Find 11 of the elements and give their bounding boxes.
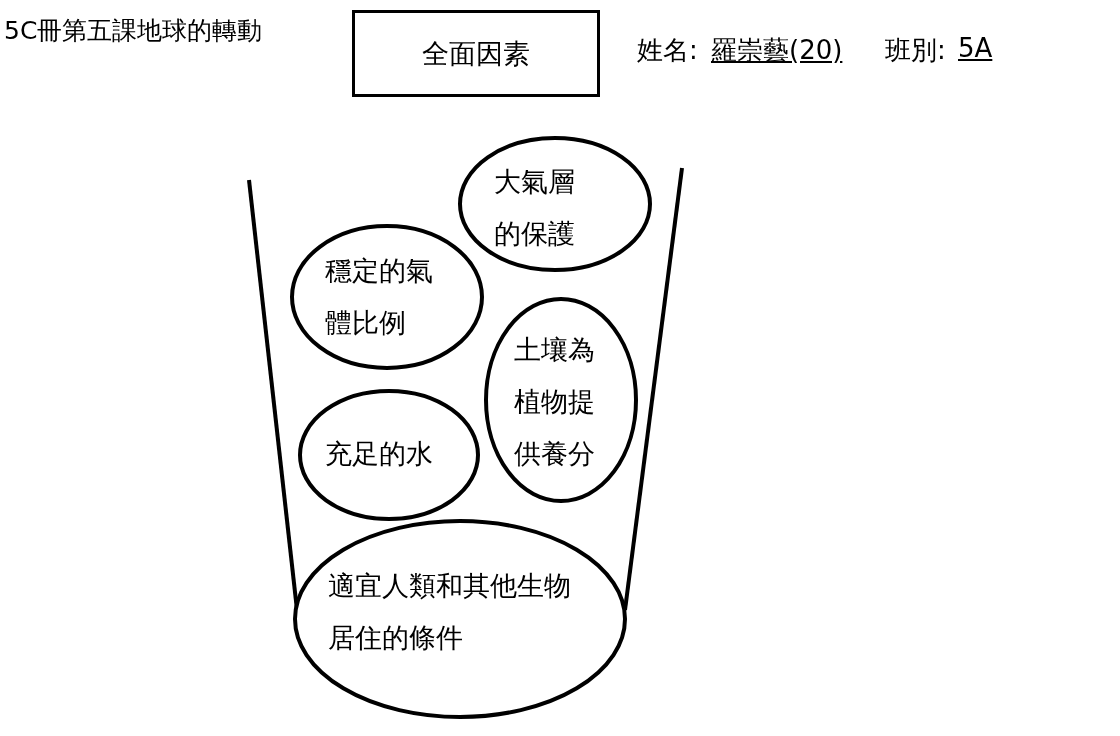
node-text: 大氣層的保護	[494, 165, 576, 251]
node-text: 穩定的氣體比例	[325, 254, 434, 340]
underlined-text: 5A	[958, 33, 993, 63]
heading-box: 全面因素	[352, 10, 600, 97]
node-text: 充足的水	[325, 437, 434, 471]
node-text: 土壤為植物提供養分	[514, 333, 596, 471]
page-title: 5C冊第五課地球的轉動	[4, 15, 263, 47]
node-text: 適宜人類和其他生物居住的條件	[328, 569, 572, 655]
field-label: 班別:	[885, 34, 946, 67]
underlined-text: 羅崇藝(20)	[711, 34, 843, 67]
field-label: 姓名:	[637, 34, 698, 67]
